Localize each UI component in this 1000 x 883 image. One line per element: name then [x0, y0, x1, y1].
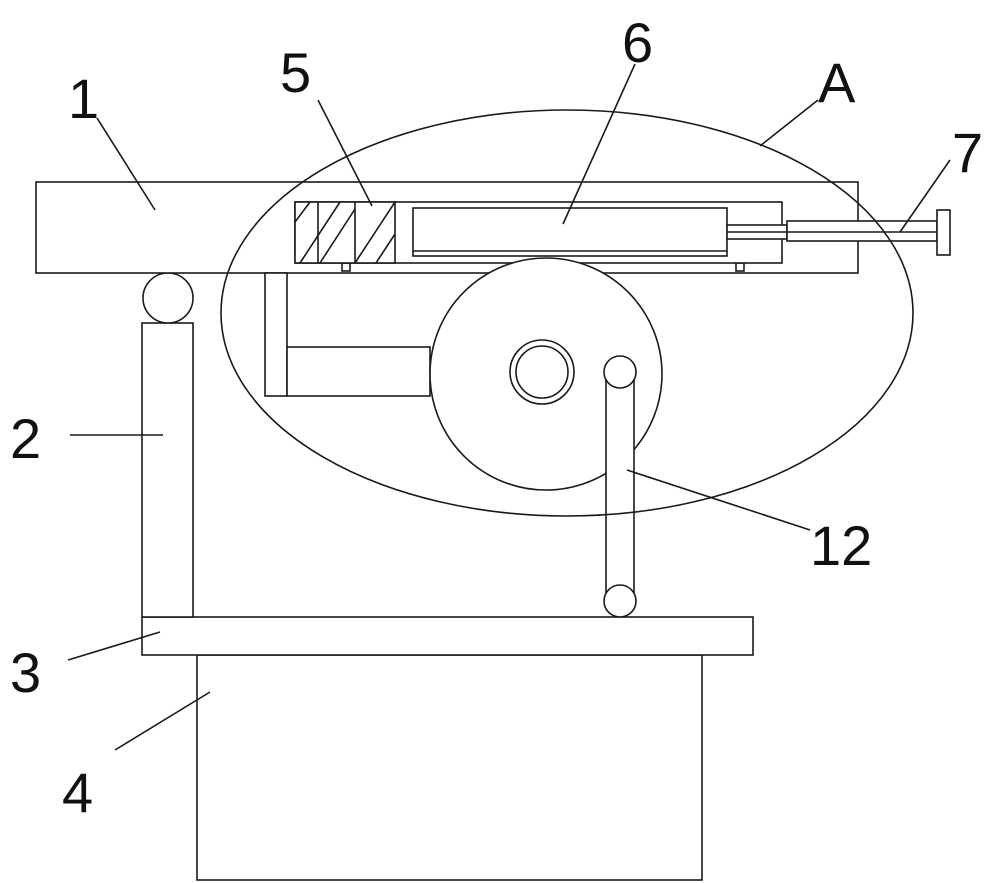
leader-lines [67, 63, 951, 751]
part-7-push-rod [726, 209, 951, 256]
label-12: 12 [810, 514, 872, 577]
part-3-base-plate [141, 616, 754, 656]
part-12-connecting-link [603, 355, 637, 618]
part-4-base-block [196, 654, 703, 881]
part-5-spring-block [294, 201, 396, 264]
pivot-ball [142, 272, 194, 324]
label-2: 2 [10, 407, 41, 470]
label-7: 7 [952, 121, 983, 184]
label-a: A [818, 51, 856, 114]
label-6: 6 [622, 11, 653, 74]
part-6-slider [412, 207, 728, 257]
detail-ellipse-a [220, 109, 914, 517]
axle-inner [515, 345, 569, 399]
label-1: 1 [68, 67, 99, 130]
label-3: 3 [10, 641, 41, 704]
plate-foot-right [735, 262, 745, 272]
part-2-column [141, 322, 194, 618]
bracket [264, 272, 431, 397]
plate-foot-left [341, 262, 351, 272]
label-4: 4 [62, 761, 93, 824]
label-5: 5 [280, 41, 311, 104]
